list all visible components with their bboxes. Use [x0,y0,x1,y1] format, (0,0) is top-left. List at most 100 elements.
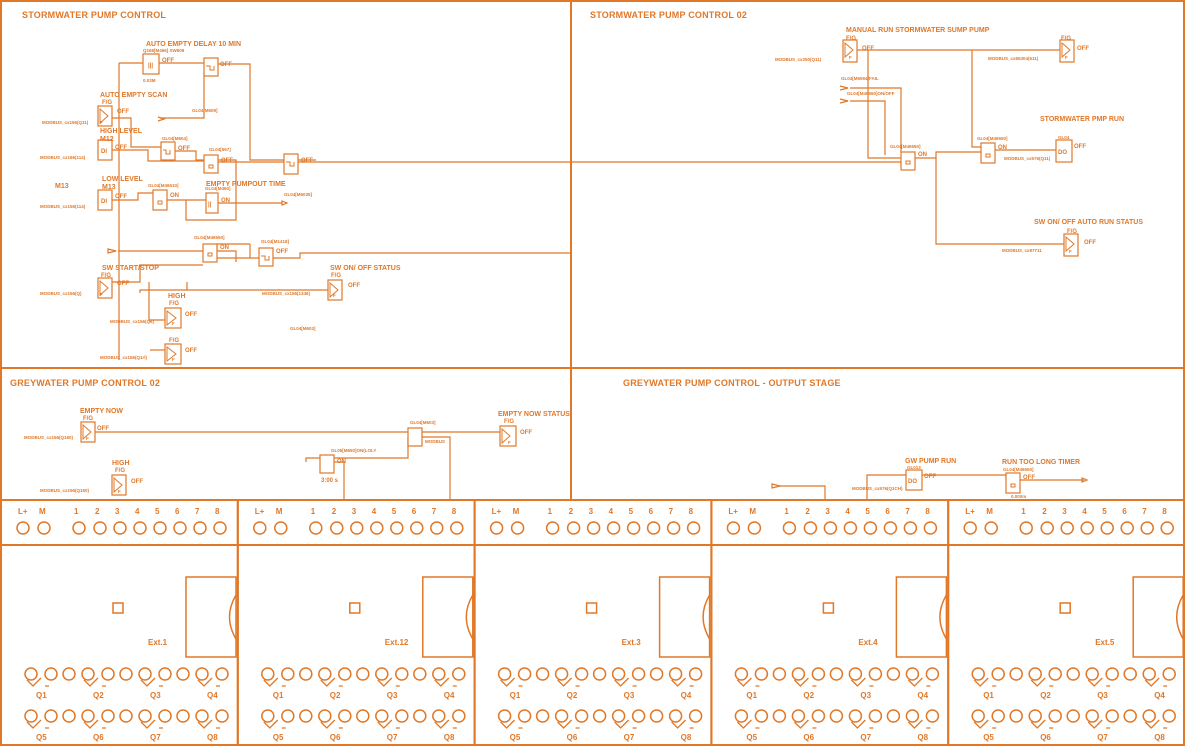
relay-terminal[interactable] [176,667,190,681]
fg-output-block[interactable] [1063,233,1079,257]
terminal-screw[interactable] [510,521,525,535]
terminal-screw[interactable] [410,521,424,535]
relay-terminal[interactable] [886,709,901,723]
relay-terminal[interactable] [62,667,76,681]
relay-terminal[interactable] [356,709,370,723]
relay-terminal[interactable] [1123,667,1137,681]
relay-terminal[interactable] [1162,709,1176,723]
delay-timer-block[interactable] [142,53,160,75]
relay-terminal[interactable] [24,667,38,681]
terminal-screw[interactable] [666,521,681,535]
relay-terminal[interactable] [848,709,863,723]
relay-terminal[interactable] [688,709,703,723]
terminal-screw[interactable] [193,521,207,535]
relay-terminal[interactable] [649,667,664,681]
and-block[interactable] [160,141,176,161]
terminal-screw[interactable] [1040,521,1054,535]
terminal-screw[interactable] [430,521,444,535]
relay-terminal[interactable] [848,667,863,681]
relay-terminal[interactable] [101,667,115,681]
timer-block[interactable] [1005,472,1021,494]
rs-block[interactable] [203,154,219,174]
relay-terminal[interactable] [688,667,703,681]
relay-terminal[interactable] [1066,709,1080,723]
relay-terminal[interactable] [1105,667,1119,681]
terminal-screw[interactable] [390,521,404,535]
relay-terminal[interactable] [925,667,940,681]
relay-terminal[interactable] [1142,709,1156,723]
fg-input-block[interactable] [97,105,113,127]
terminal-screw[interactable] [726,521,741,535]
digital-input-block[interactable] [97,189,113,211]
terminal-screw[interactable] [1140,521,1154,535]
relay-terminal[interactable] [1048,667,1062,681]
relay-terminal[interactable] [281,667,295,681]
relay-terminal[interactable] [1142,667,1156,681]
relay-terminal[interactable] [413,667,427,681]
fg-input-block[interactable] [80,421,96,443]
relay-terminal[interactable] [413,709,427,723]
terminal-screw[interactable] [1100,521,1114,535]
relay-terminal[interactable] [791,667,806,681]
terminal-screw[interactable] [370,521,384,535]
fg-output-block[interactable] [1059,39,1075,63]
rs-block[interactable] [152,189,168,211]
relay-terminal[interactable] [375,709,389,723]
relay-terminal[interactable] [119,709,133,723]
relay-terminal[interactable] [868,667,883,681]
relay-terminal[interactable] [215,709,229,723]
timer-block[interactable] [205,192,219,214]
relay-terminal[interactable] [1162,667,1176,681]
terminal-screw[interactable] [1019,521,1033,535]
terminal-screw[interactable] [545,521,560,535]
logic-block[interactable] [407,427,423,447]
relay-terminal[interactable] [261,667,275,681]
relay-terminal[interactable] [1085,709,1099,723]
relay-terminal[interactable] [1085,667,1099,681]
terminal-screw[interactable] [863,521,878,535]
digital-output-block[interactable] [905,469,923,491]
relay-terminal[interactable] [215,667,229,681]
relay-terminal[interactable] [497,709,512,723]
relay-terminal[interactable] [375,667,389,681]
terminal-screw[interactable] [686,521,701,535]
relay-terminal[interactable] [611,709,626,723]
digital-output-block[interactable] [1055,139,1073,163]
terminal-screw[interactable] [1160,521,1174,535]
relay-terminal[interactable] [497,667,512,681]
relay-terminal[interactable] [905,709,920,723]
relay-terminal[interactable] [971,667,985,681]
relay-terminal[interactable] [432,709,446,723]
terminal-screw[interactable] [37,521,51,535]
relay-terminal[interactable] [261,709,275,723]
relay-terminal[interactable] [138,709,152,723]
relay-terminal[interactable] [611,667,626,681]
fg-input-block[interactable] [111,474,127,496]
fg-input-block[interactable] [97,277,113,299]
fg-input-block[interactable] [842,39,858,63]
relay-terminal[interactable] [535,667,550,681]
relay-terminal[interactable] [356,667,370,681]
relay-terminal[interactable] [811,667,826,681]
terminal-screw[interactable] [626,521,641,535]
relay-terminal[interactable] [1048,709,1062,723]
relay-terminal[interactable] [668,667,683,681]
relay-terminal[interactable] [1009,709,1023,723]
relay-terminal[interactable] [668,709,683,723]
relay-terminal[interactable] [734,667,749,681]
relay-terminal[interactable] [517,709,532,723]
terminal-screw[interactable] [803,521,818,535]
terminal-screw[interactable] [782,521,797,535]
relay-terminal[interactable] [395,709,409,723]
terminal-screw[interactable] [606,521,621,535]
terminal-screw[interactable] [963,521,977,535]
terminal-screw[interactable] [586,521,601,535]
relay-terminal[interactable] [338,709,352,723]
terminal-screw[interactable] [923,521,938,535]
relay-terminal[interactable] [734,709,749,723]
relay-terminal[interactable] [971,709,985,723]
terminal-screw[interactable] [883,521,898,535]
relay-terminal[interactable] [101,709,115,723]
relay-terminal[interactable] [318,667,332,681]
relay-terminal[interactable] [281,709,295,723]
